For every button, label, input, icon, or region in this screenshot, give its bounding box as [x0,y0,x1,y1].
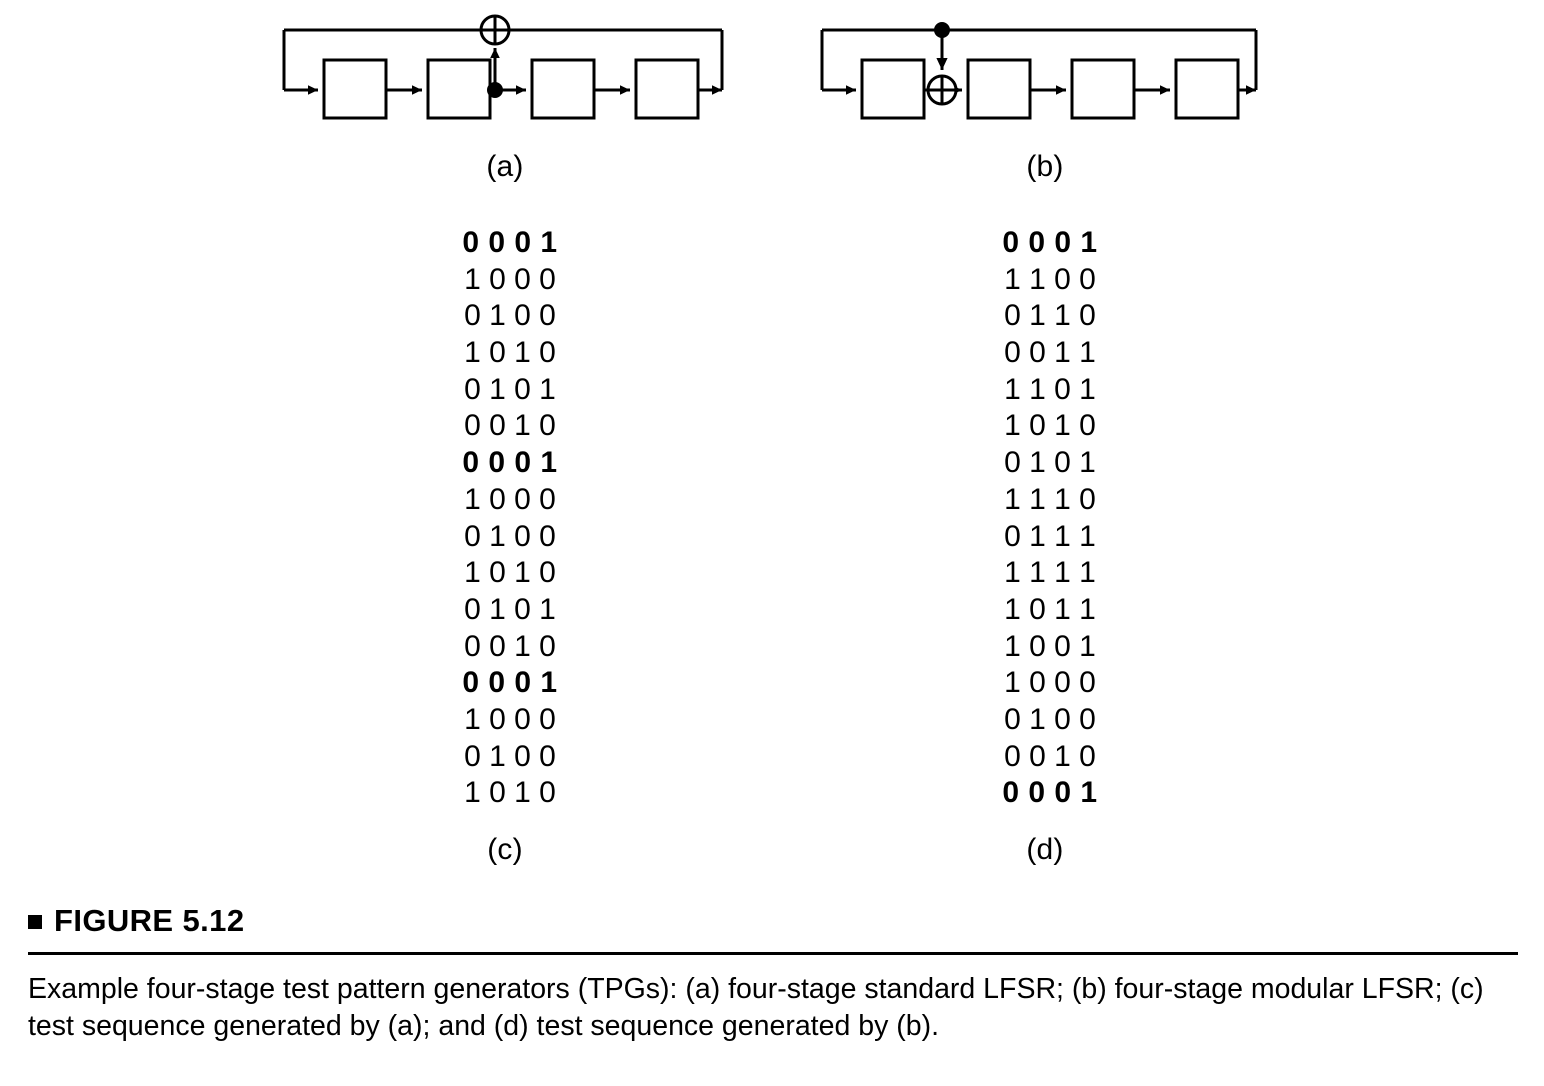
sequence-row: 1 0 0 0 [464,262,556,296]
figure-caption-text: Example four-stage test pattern generato… [28,972,1484,1043]
sequence-column-c: 0 0 0 1 1 0 0 0 0 1 0 0 1 0 1 0 0 1 0 1 … [410,225,610,812]
figure-graphic-area: (a) (b) 0 0 0 1 1 0 0 0 0 1 0 0 1 0 1 0 … [270,8,1288,866]
sequence-row: 1 0 0 0 [464,702,556,736]
sequence-row: 0 0 1 0 [464,629,556,663]
sequence-row: 0 0 0 1 [1002,226,1098,259]
sequence-row: 1 1 0 0 [1004,262,1096,296]
schematic-modular-lfsr [808,8,1288,128]
sequence-row: 0 1 0 1 [464,592,556,626]
sequence-row: 0 1 1 1 [1004,519,1096,553]
sequence-row: 1 1 0 1 [1004,372,1096,406]
ff-box-2 [426,58,492,120]
sequence-row: 0 1 0 1 [1004,446,1096,480]
sequence-row: 1 1 1 1 [1004,556,1096,590]
sequence-row: 1 0 0 1 [1004,629,1096,663]
ff-box-1 [322,58,388,120]
sequence-row: 0 1 0 1 [464,372,556,406]
sequence-row: 1 0 1 0 [464,336,556,370]
sequence-row: 0 1 1 0 [1004,299,1096,333]
ff-box-1 [860,58,926,120]
ff-box-4 [1174,58,1240,120]
sequence-row: 0 0 0 1 [462,226,558,259]
sequence-column-d: 0 0 0 1 1 1 0 0 0 1 1 0 0 0 1 1 1 1 0 1 … [950,225,1150,812]
sequence-row: 1 0 0 0 [1004,666,1096,700]
sequence-row: 0 1 0 0 [464,739,556,773]
xor-gate-icon [926,74,958,106]
sequence-row: 0 0 1 0 [464,409,556,443]
tap-dot-icon [934,22,950,38]
sequence-row: 0 0 1 1 [1004,336,1096,370]
sequence-row: 1 0 1 0 [1004,409,1096,443]
ff-box-3 [1070,58,1136,120]
sequence-row: 0 1 0 0 [464,519,556,553]
ff-box-4 [634,58,700,120]
caption-divider [28,951,1518,955]
square-bullet-icon [28,915,42,930]
sublabel-d: (d) [1026,833,1064,866]
ff-box-3 [530,58,596,120]
sublabel-b: (b) [1026,150,1064,183]
sequence-row: 1 0 1 1 [1004,592,1096,626]
tap-dot-icon [487,82,503,98]
figure-title-row: FIGURE 5.12 [28,903,1518,938]
sequence-row: 0 1 0 0 [464,299,556,333]
xor-gate-icon [479,14,511,46]
sequence-row: 1 0 0 0 [464,482,556,516]
sequence-row: 0 0 0 1 [462,446,558,480]
figure-title: FIGURE 5.12 [54,903,245,938]
figure-caption-block: FIGURE 5.12 Example four-stage test patt… [28,903,1518,1046]
schematic-standard-lfsr [270,8,750,128]
sequence-row: 0 0 0 1 [1002,776,1098,810]
sequence-row: 0 0 1 0 [1004,739,1096,773]
sequence-row: 0 0 0 1 [462,666,558,700]
sublabel-a: (a) [486,150,524,183]
sequence-row: 1 1 1 0 [1004,482,1096,516]
ff-box-2 [966,58,1032,120]
sequence-row: 1 0 1 0 [464,776,556,810]
sublabel-c: (c) [487,833,523,866]
sequence-row: 1 0 1 0 [464,556,556,590]
sequence-row: 0 1 0 0 [1004,702,1096,736]
